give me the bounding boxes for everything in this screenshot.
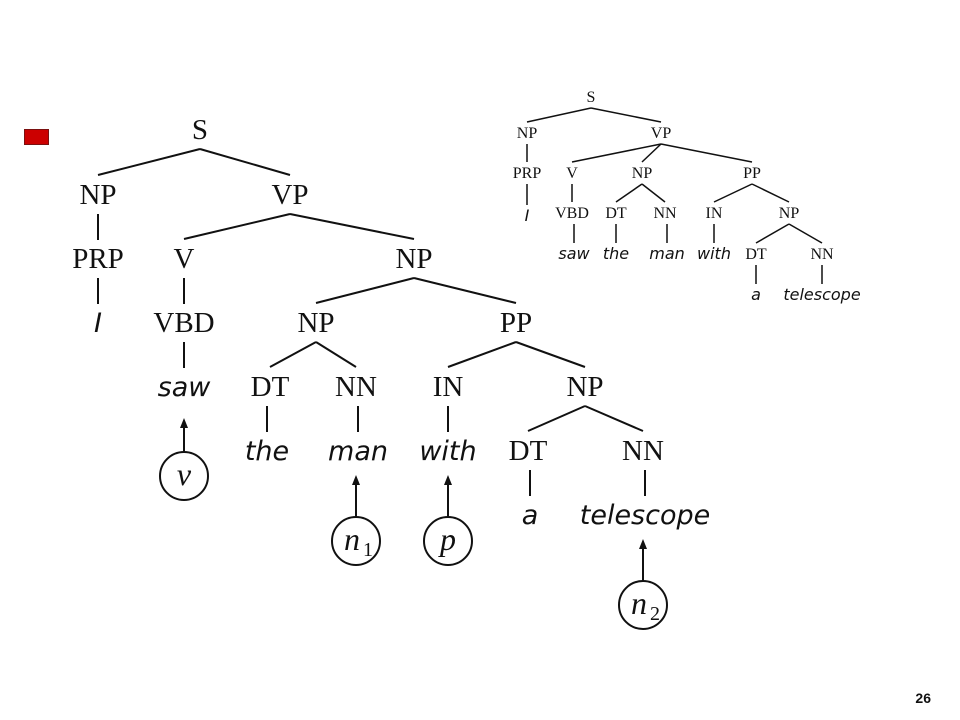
small-tree-node-np-obj: NP	[632, 165, 653, 182]
small-tree-node-dt2: DT	[745, 246, 767, 263]
large-tree-edge-vp-np-obj	[289, 213, 415, 240]
small-tree-node-dt1: DT	[605, 205, 627, 222]
large-tree-node-nn1: NN	[335, 371, 377, 403]
small-tree-edge-np-pp-nn2	[788, 223, 823, 244]
large-tree-edge-vp-v	[183, 213, 291, 240]
marker-n1-arrowhead	[352, 475, 360, 485]
large-tree-node-nn2: NN	[622, 435, 664, 467]
large-tree-node-np-pp: NP	[566, 371, 603, 403]
small-tree-node-prp: PRP	[513, 165, 542, 182]
large-tree-edge-np-obj-np-inner	[315, 277, 415, 304]
large-tree-edge-s-np-subj	[97, 148, 201, 176]
large-tree-edge-pp-np-pp	[515, 341, 586, 368]
large-tree-node-s: S	[192, 114, 208, 146]
small-tree-node-prep: with	[697, 244, 731, 263]
small-tree-edge-np-obj-dt1	[615, 183, 643, 203]
small-tree-edge-s-np-subj	[526, 107, 592, 123]
large-tree-edge-pp-in	[447, 341, 517, 368]
page-number: 26	[915, 690, 931, 706]
large-tree-node-vp: VP	[271, 179, 308, 211]
marker-n2-letter: n	[631, 585, 647, 621]
small-tree-node-noun1: man	[649, 244, 685, 263]
marker-p-letter: p	[438, 521, 456, 557]
small-tree-node-vp: VP	[651, 125, 672, 142]
small-tree-edge-np-pp-dt2	[755, 223, 790, 244]
marker-n2-subscript: 2	[650, 603, 660, 625]
small-tree-node-noun2: telescope	[783, 285, 860, 304]
small-tree-node-verb: saw	[558, 244, 590, 263]
marker-p-arrowhead	[444, 475, 452, 485]
large-tree-edge-np-inner-nn1	[315, 341, 357, 368]
large-tree-edge-np-pp-nn2	[584, 405, 644, 432]
marker-n1-letter: n	[344, 521, 360, 557]
marker-n1-subscript: 1	[363, 539, 373, 561]
small-tree-node-pp: PP	[743, 165, 761, 182]
small-tree-edge-np-obj-nn1	[641, 183, 666, 203]
large-tree-node-vbd: VBD	[153, 307, 214, 339]
large-tree-node-pron: I	[94, 308, 102, 339]
marker-v-arrowhead	[180, 418, 188, 428]
large-tree-node-np-obj: NP	[395, 243, 432, 275]
large-tree-edge-s-vp	[199, 148, 291, 176]
large-tree-edge-np-obj-pp	[413, 277, 517, 304]
large-tree-node-pp: PP	[500, 307, 532, 339]
large-tree-node-dt2: DT	[509, 435, 548, 467]
marker-n2-arrowhead	[639, 539, 647, 549]
large-tree-node-noun2: telescope	[580, 500, 711, 531]
large-tree-node-np-inner: NP	[297, 307, 334, 339]
small-tree-node-det1: the	[603, 244, 629, 263]
large-tree-node-det1: the	[245, 436, 289, 467]
small-tree-node-pron: I	[525, 206, 530, 225]
large-tree-node-det2: a	[522, 500, 539, 531]
small-tree-node-nn1: NN	[653, 205, 677, 222]
large-tree-node-noun1: man	[328, 436, 388, 467]
small-tree-node-det2: a	[751, 285, 761, 304]
bullet-square-icon	[24, 129, 49, 145]
small-tree-node-in: IN	[706, 205, 723, 222]
large-tree-node-prp: PRP	[72, 243, 124, 275]
small-tree-node-nn2: NN	[810, 246, 834, 263]
large-tree-node-dt1: DT	[251, 371, 290, 403]
large-tree-edge-np-pp-dt2	[527, 405, 586, 432]
large-tree-node-v: V	[174, 243, 195, 275]
large-tree-node-prep: with	[419, 436, 476, 467]
small-tree-edge-pp-np-pp	[751, 183, 790, 203]
small-tree-edge-s-vp	[590, 107, 662, 123]
small-tree-edge-pp-in	[713, 183, 753, 203]
large-tree-node-in: IN	[433, 371, 464, 403]
large-tree-node-np-subj: NP	[79, 179, 116, 211]
small-tree-node-s: S	[587, 89, 596, 106]
marker-v-letter: v	[177, 456, 192, 492]
small-tree-edge-vp-pp	[660, 143, 753, 163]
large-tree-node-verb: saw	[158, 372, 212, 403]
small-tree-edge-vp-v	[571, 143, 662, 163]
small-tree-node-vbd: VBD	[555, 205, 589, 222]
small-tree-node-np-pp: NP	[779, 205, 800, 222]
small-tree-node-v: V	[566, 165, 578, 182]
large-tree-edge-np-inner-dt1	[269, 341, 317, 368]
small-tree-edge-vp-np-obj	[641, 143, 662, 163]
small-tree-node-np-subj: NP	[517, 125, 538, 142]
